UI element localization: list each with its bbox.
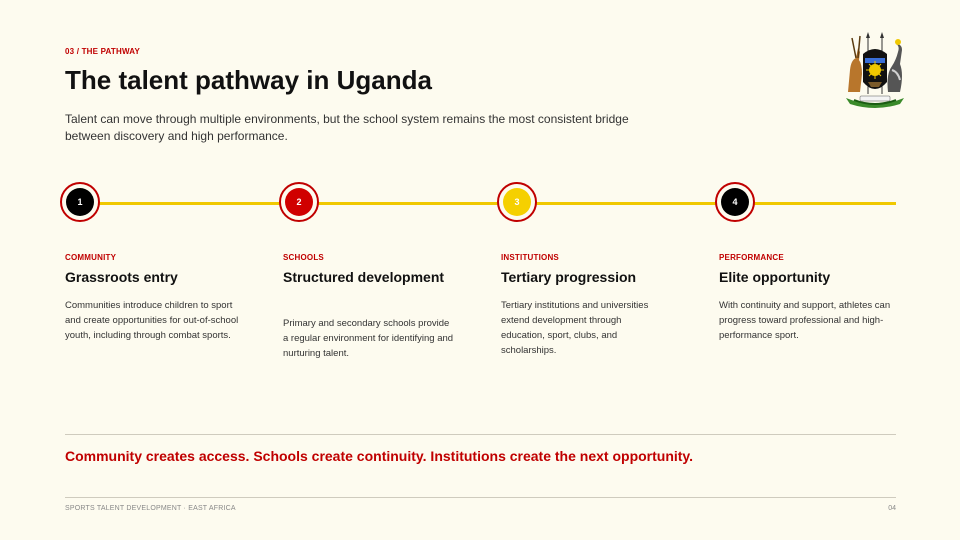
page-subtitle: Talent can move through multiple environ… — [65, 112, 629, 143]
step-body: Tertiary institutions and universities e… — [501, 300, 649, 356]
timeline-line — [80, 202, 896, 205]
key-takeaway: Community creates access. Schools create… — [65, 448, 694, 464]
section-eyebrow: 03 / THE PATHWAY — [65, 47, 141, 56]
divider-bottom — [65, 497, 896, 498]
step-label: COMMUNITY — [65, 253, 117, 262]
page-title: The talent pathway in Uganda — [65, 65, 432, 95]
step-node-4: 4 — [715, 182, 755, 222]
step-node-3: 3 — [497, 182, 537, 222]
divider-top — [65, 434, 896, 435]
step-title: Tertiary progression — [501, 269, 637, 285]
step-label: INSTITUTIONS — [501, 253, 559, 262]
step-number-4: 4 — [721, 188, 749, 216]
step-label: SCHOOLS — [283, 253, 324, 262]
step-title: Structured development — [283, 269, 445, 285]
step-body: Primary and secondary schools provide a … — [283, 318, 454, 359]
step-body: With continuity and support, athletes ca… — [719, 300, 891, 341]
footer-label: SPORTS TALENT DEVELOPMENT · EAST AFRICA — [65, 505, 236, 512]
step-number-3: 3 — [503, 188, 531, 216]
step-label: PERFORMANCE — [719, 253, 784, 262]
step-node-2: 2 — [279, 182, 319, 222]
step-number-1: 1 — [66, 188, 94, 216]
step-body: Communities introduce children to sport … — [65, 300, 239, 341]
step-number-2: 2 — [285, 188, 313, 216]
page-number: 04 — [888, 505, 896, 512]
step-title: Grassroots entry — [65, 269, 178, 285]
uganda-coat-of-arms-icon — [846, 32, 904, 108]
step-node-1: 1 — [60, 182, 100, 222]
step-title: Elite opportunity — [719, 269, 831, 285]
